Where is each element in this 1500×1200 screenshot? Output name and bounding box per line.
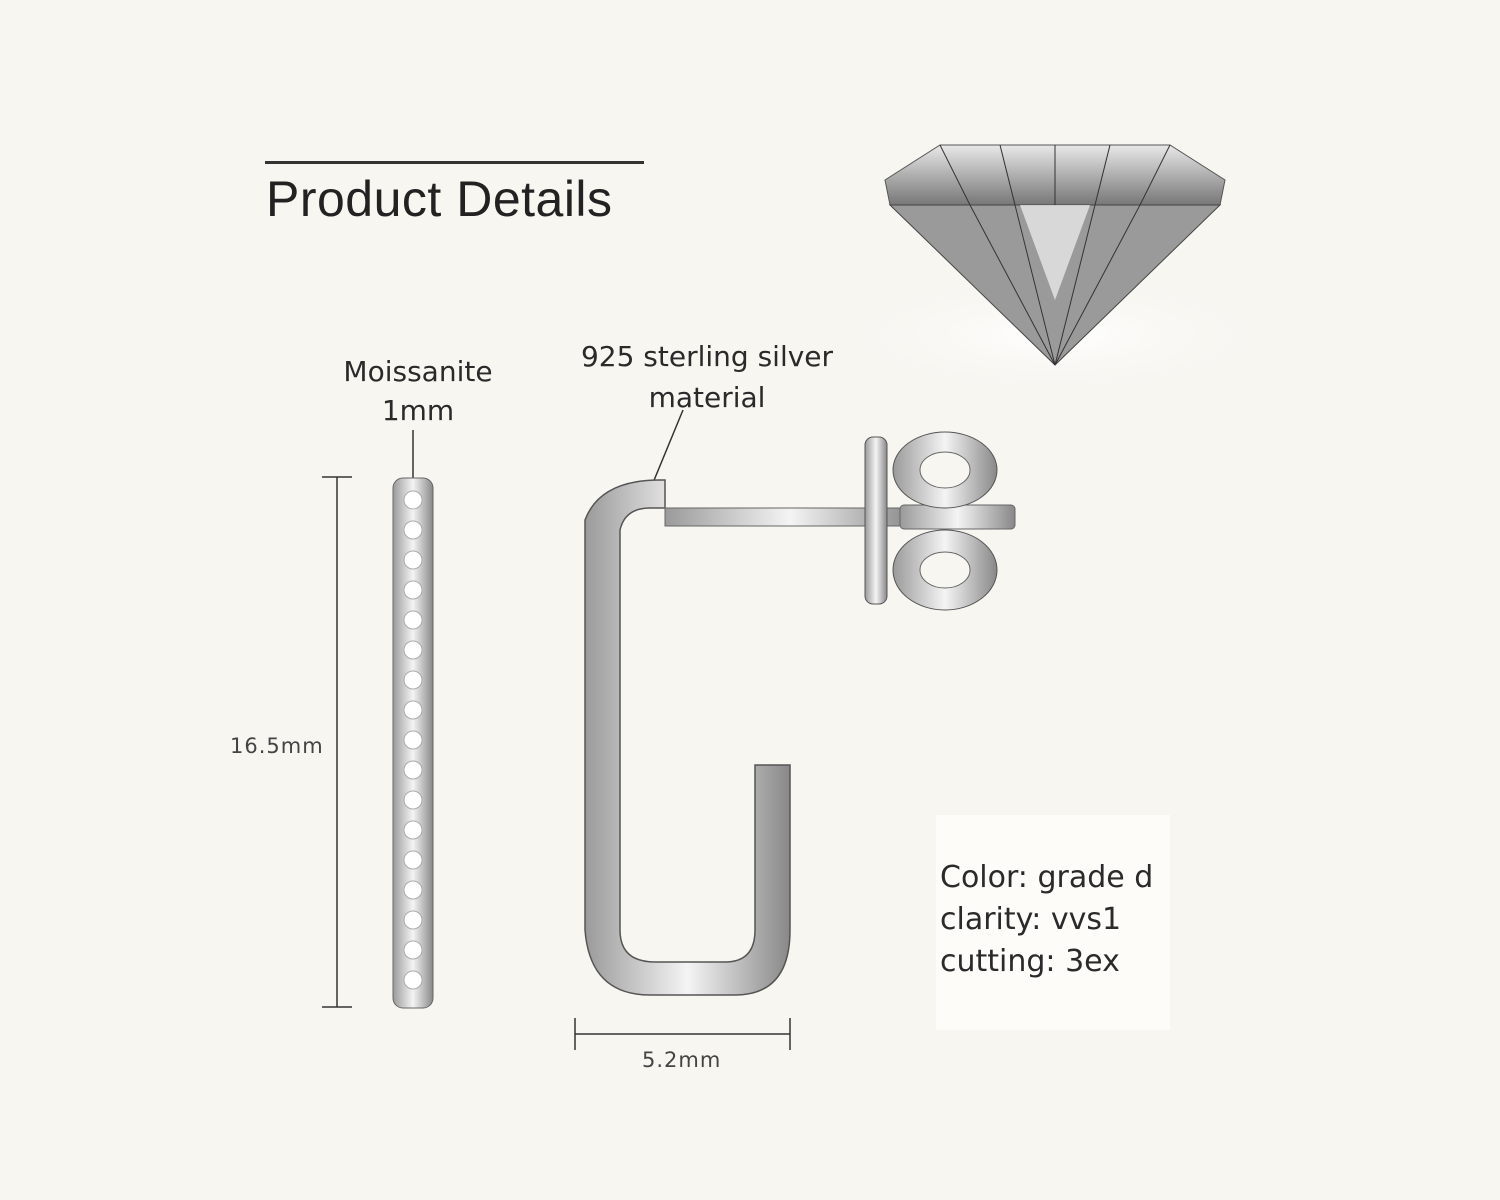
height-dimension: 16.5mm — [230, 734, 324, 758]
spec-color: Color: grade d — [940, 860, 1154, 895]
spec-clarity: clarity: vvs1 — [940, 902, 1122, 937]
material-label-line2: material — [648, 381, 766, 414]
page-title: Product Details — [266, 171, 613, 227]
diamond-image — [825, 144, 1285, 395]
spec-cutting: cutting: 3ex — [940, 944, 1120, 979]
specs-box: Color: grade d clarity: vvs1 cutting: 3e… — [936, 815, 1170, 1030]
width-dimension: 5.2mm — [642, 1048, 722, 1072]
stone-label: Moissanite — [343, 355, 493, 388]
material-label-line1: 925 sterling silver — [580, 340, 834, 373]
title-rule — [265, 161, 644, 164]
stone-size-label: 1mm — [381, 394, 455, 427]
